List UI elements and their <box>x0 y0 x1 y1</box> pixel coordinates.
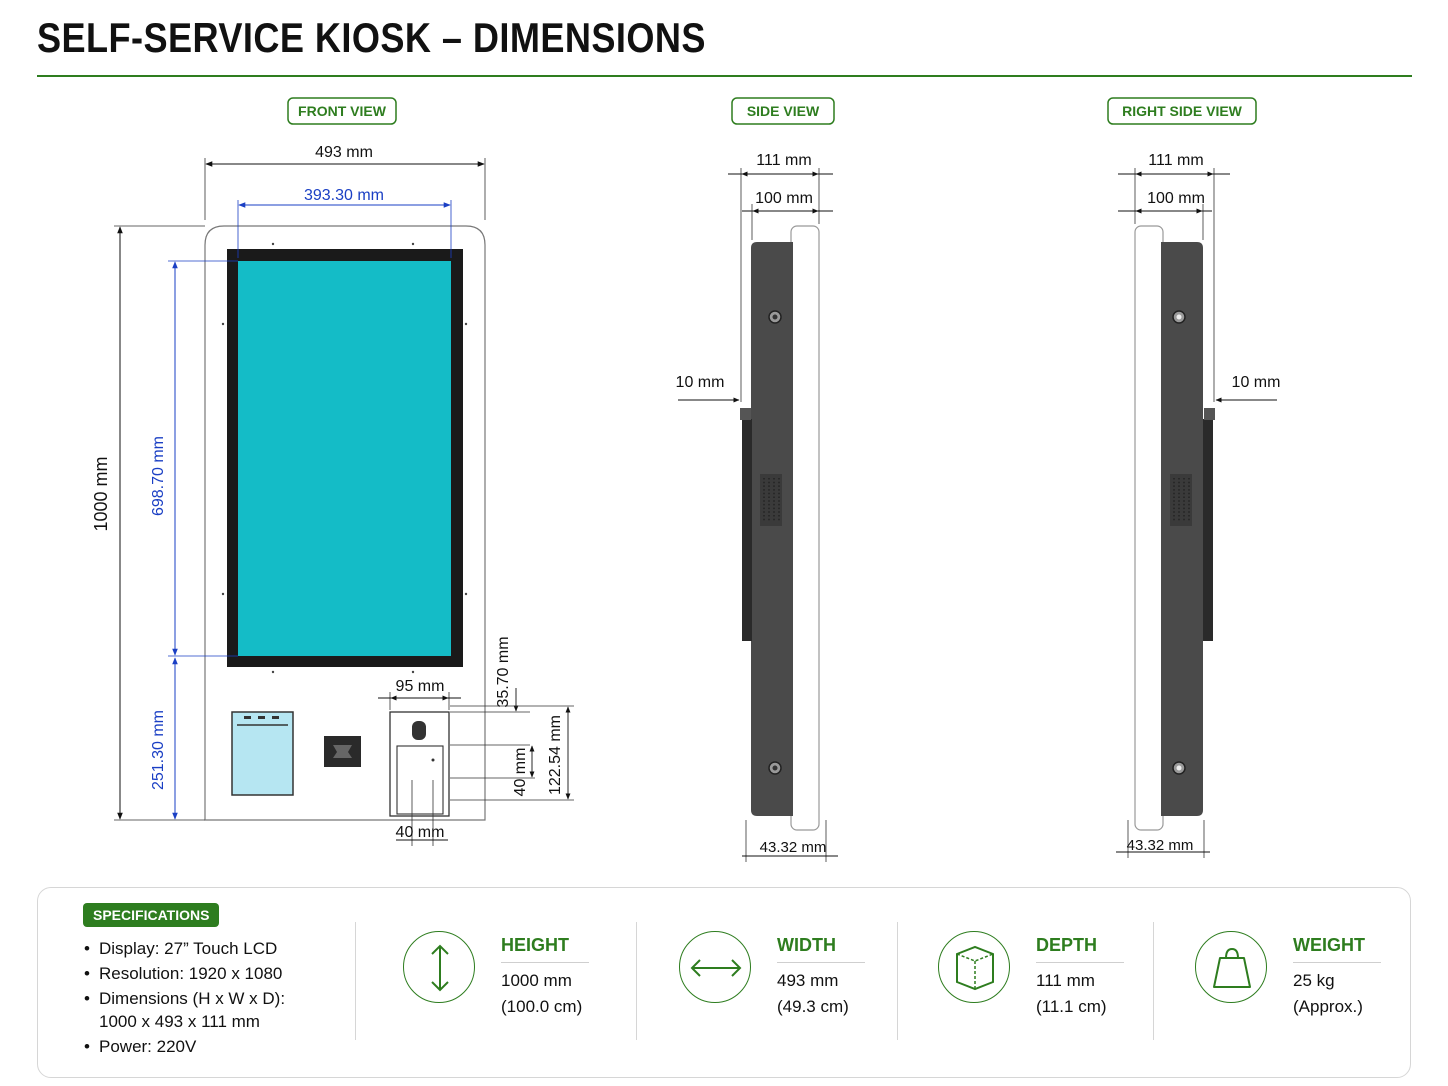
weight-rule <box>1293 962 1381 963</box>
height-alt-value: (100.0 cm) <box>501 997 583 1016</box>
spec-dimensions-value: 1000 x 493 x 111 mm <box>99 1012 260 1031</box>
title-divider <box>37 75 1412 77</box>
side-base-dimension: 43.32 mm <box>760 839 827 856</box>
horizontal-arrows-icon <box>679 931 751 1003</box>
spec-dimensions: Dimensions (H x W x D): <box>84 986 285 1011</box>
weight-alt-value: (Approx.) <box>1293 997 1363 1016</box>
divider <box>897 922 898 1040</box>
right-bracket-dimension: 10 mm <box>1232 374 1281 391</box>
weight-label: WEIGHT <box>1293 935 1365 955</box>
module-top-gap-dimension: 35.70 mm <box>495 636 512 707</box>
screen-width-dimension: 393.30 mm <box>304 187 384 204</box>
weight-icon <box>1195 931 1267 1003</box>
module-width-dimension: 95 mm <box>396 678 445 695</box>
specifications-panel: SPECIFICATIONS Display: 27” Touch LCD Re… <box>37 887 1411 1078</box>
side-bracket-dimension: 10 mm <box>676 374 725 391</box>
module-height-dimension: 122.54 mm <box>547 715 564 795</box>
side-view-label: SIDE VIEW <box>747 103 820 119</box>
side-depth-body-dimension: 100 mm <box>755 190 813 207</box>
depth-rule <box>1036 962 1124 963</box>
right-depth-body-dimension: 100 mm <box>1147 190 1205 207</box>
right-side-front-panel <box>1134 225 1164 831</box>
height-value: 1000 mm <box>501 971 572 990</box>
cube-icon <box>938 931 1010 1003</box>
page-title: SELF-SERVICE KIOSK – DIMENSIONS <box>37 14 706 61</box>
front-height-dimension: 1000 mm <box>91 456 111 531</box>
depth-value: 111 mm <box>1036 971 1095 990</box>
barcode-scanner <box>324 736 361 767</box>
right-side-view-label: RIGHT SIDE VIEW <box>1122 103 1243 119</box>
side-depth-total-dimension: 111 mm <box>756 152 811 169</box>
side-front-panel <box>790 225 820 831</box>
module-bottom-width-dimension: 40 mm <box>396 824 445 841</box>
front-view: 493 mm 393.30 mm 1000 mm 698.70 mm 251.3… <box>91 144 574 846</box>
height-label: HEIGHT <box>501 935 570 955</box>
payment-module <box>389 711 450 817</box>
receipt-printer <box>231 711 294 796</box>
divider <box>355 922 356 1040</box>
specifications-badge: SPECIFICATIONS <box>83 903 220 927</box>
front-view-label: FRONT VIEW <box>298 103 387 119</box>
lower-panel-height-dimension: 251.30 mm <box>150 710 167 790</box>
right-side-housing <box>1161 242 1203 816</box>
front-view-pill: FRONT VIEW <box>287 97 397 125</box>
side-view-pill: SIDE VIEW <box>731 97 835 125</box>
right-side-bracket <box>1203 419 1213 641</box>
right-side-view: 111 mm 100 mm 10 mm 43.32 mm <box>1116 152 1280 858</box>
width-alt-value: (49.3 cm) <box>777 997 849 1016</box>
vertical-arrows-icon <box>403 931 475 1003</box>
width-label: WIDTH <box>777 935 836 955</box>
spec-power: Power: 220V <box>84 1034 285 1059</box>
screen-height-dimension: 698.70 mm <box>150 436 167 516</box>
depth-label: DEPTH <box>1036 935 1098 955</box>
side-bracket <box>742 419 752 641</box>
width-value: 493 mm <box>777 971 839 990</box>
module-mid-dimension: 40 mm <box>512 748 529 797</box>
touch-screen <box>238 261 451 656</box>
dimension-drawing: FRONT VIEW SIDE VIEW RIGHT SIDE VIEW <box>91 97 1280 862</box>
right-side-view-pill: RIGHT SIDE VIEW <box>1107 97 1257 125</box>
spec-display: Display: 27” Touch LCD <box>84 936 285 961</box>
right-base-dimension: 43.32 mm <box>1127 837 1194 854</box>
divider <box>1153 922 1154 1040</box>
width-rule <box>777 962 865 963</box>
height-rule <box>501 962 589 963</box>
spec-resolution: Resolution: 1920 x 1080 <box>84 961 285 986</box>
side-housing <box>751 242 793 816</box>
right-depth-total-dimension: 111 mm <box>1148 152 1203 169</box>
depth-alt-value: (11.1 cm) <box>1036 997 1107 1016</box>
divider <box>636 922 637 1040</box>
spec-list: Display: 27” Touch LCD Resolution: 1920 … <box>84 936 285 1059</box>
front-width-dimension: 493 mm <box>315 144 373 161</box>
weight-value: 25 kg <box>1293 971 1335 990</box>
side-view: 111 mm 100 mm 10 mm 43.32 mm <box>676 152 838 862</box>
